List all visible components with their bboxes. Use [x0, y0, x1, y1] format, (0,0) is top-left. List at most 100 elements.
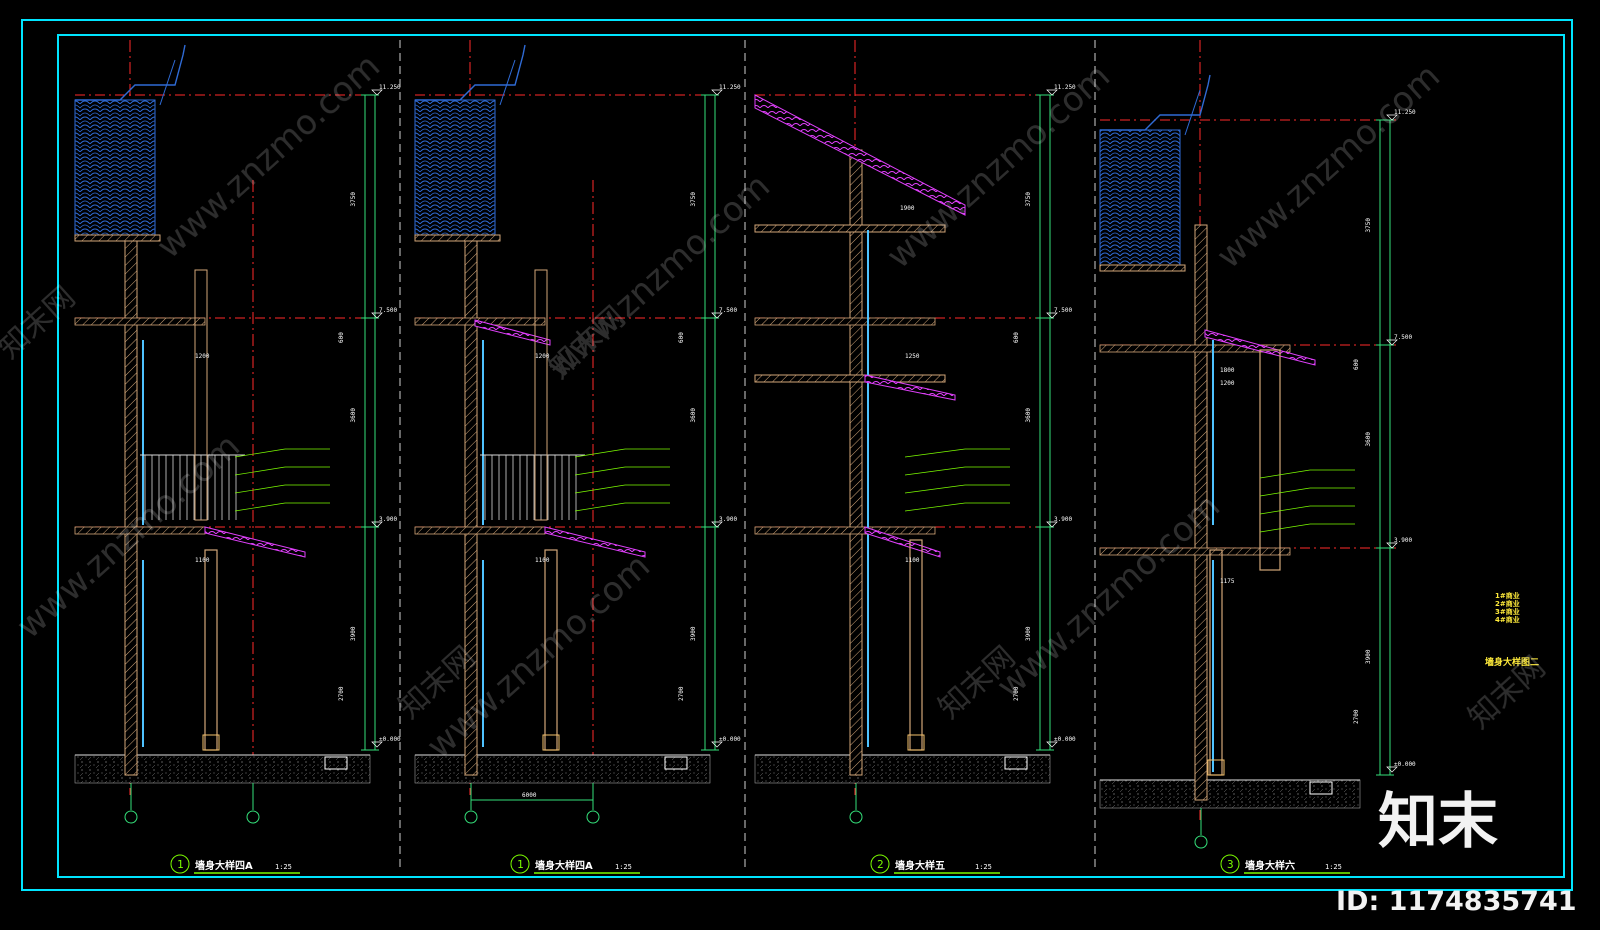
level-marker [371, 521, 383, 528]
annotation-leader [1259, 469, 1311, 479]
annotation-leader [904, 484, 966, 494]
canopy-slope [864, 526, 941, 558]
level-marker [1386, 766, 1398, 773]
drawing-scale: 1:25 [275, 863, 292, 871]
dimension-value: 6000 [522, 792, 537, 799]
watermark-text: www.znzmo.com [879, 56, 1118, 277]
floor-slab [414, 526, 546, 535]
brand-logo: 知末 [1378, 787, 1498, 857]
column-base [202, 734, 220, 751]
level-marker [371, 89, 383, 96]
inner-frame [57, 34, 1565, 878]
level-value: 7.500 [719, 307, 737, 314]
level-marker [1046, 89, 1058, 96]
level-marker [1046, 521, 1058, 528]
roof-eave-outline [1100, 74, 1211, 131]
annotation-leader [574, 466, 626, 476]
dimension-value: 3750 [350, 192, 357, 207]
roof-eave-outline [415, 44, 526, 101]
dimension-value: 3600 [690, 408, 697, 423]
level-value: 11.250 [719, 84, 741, 91]
level-value: 3.900 [719, 516, 737, 523]
annotation-leader [234, 502, 286, 512]
annotation-leader [904, 448, 966, 458]
watermark-text: www.znzmo.com [989, 486, 1228, 707]
legend-item: 2#商业 [1495, 599, 1520, 608]
level-value: ±0.000 [1054, 736, 1076, 743]
annotation-leader [574, 448, 626, 458]
level-marker [1386, 114, 1398, 121]
timber-column [194, 269, 208, 521]
exterior-wall [1194, 224, 1208, 801]
floor-slab [74, 317, 206, 326]
dimension-value: 1100 [195, 557, 210, 564]
dimension-value: 3600 [350, 408, 357, 423]
level-value: 11.250 [1054, 84, 1076, 91]
level-value: 7.500 [1394, 334, 1412, 341]
dimension-value: 2700 [338, 686, 345, 701]
level-marker [371, 312, 383, 319]
annotation-leader [574, 484, 626, 494]
grid-bubble [849, 810, 863, 824]
floor-slab [754, 224, 946, 233]
drawing-number-circle [870, 854, 890, 874]
dimension-value: 600 [678, 332, 685, 343]
brand-id: ID: 1174835741 [1336, 886, 1577, 917]
grid-bubble [464, 810, 478, 824]
dimension-value: 1200 [195, 353, 210, 360]
level-marker [1046, 312, 1058, 319]
tile-roof [414, 99, 496, 236]
annotation-leader [1259, 523, 1311, 533]
floor-slab [1099, 547, 1291, 556]
grid-bubble [1194, 835, 1208, 849]
timber-post [1259, 349, 1281, 571]
floor-slab [754, 526, 936, 535]
dimension-value: 2700 [1013, 686, 1020, 701]
canopy-slope [544, 526, 646, 558]
roof-slab [74, 234, 161, 242]
dimension-value: 3750 [690, 192, 697, 207]
drawing-number-circle [170, 854, 190, 874]
dimension-value: 3750 [1025, 192, 1032, 207]
dimension-value: 3600 [1025, 408, 1032, 423]
drain-channel [1309, 781, 1333, 795]
roof-eave-outline [159, 59, 176, 106]
drawing-title: 墙身大样四A [535, 859, 593, 872]
level-value: 11.250 [1394, 109, 1416, 116]
roof-eave-outline [1184, 89, 1201, 136]
dimension-value: 3750 [1365, 218, 1372, 233]
level-value: ±0.000 [1394, 761, 1416, 768]
column-base [542, 734, 560, 751]
dimension-value: 1175 [1220, 578, 1235, 585]
drawing-number: 1 [177, 858, 184, 871]
side-legend: 1#商业 2#商业 3#商业 4#商业 墙身大样图二 [1485, 591, 1539, 668]
annotation-leader [234, 448, 286, 458]
drain-channel [664, 756, 688, 770]
floor-slab [754, 317, 936, 326]
drawing-number: 3 [1227, 858, 1234, 871]
grid-bubble [246, 810, 260, 824]
drain-channel [1004, 756, 1028, 770]
watermark-text: www.znzmo.com [1209, 56, 1448, 277]
drawing-scale: 1:25 [1325, 863, 1342, 871]
level-marker [711, 741, 723, 748]
timber-column [534, 269, 548, 521]
level-marker [1046, 741, 1058, 748]
grid-bubble [124, 810, 138, 824]
level-value: 7.500 [379, 307, 397, 314]
annotation-leader [904, 502, 966, 512]
annotation-leader [234, 484, 286, 494]
dimension-value: 3900 [1025, 626, 1032, 641]
watermark-cn: 知末网 [0, 280, 82, 366]
dimension-value: 1100 [905, 557, 920, 564]
roof-slab [414, 234, 501, 242]
exterior-wall [124, 224, 138, 776]
level-value: 3.900 [1394, 537, 1412, 544]
timber-column [909, 539, 923, 751]
grid-bubble [586, 810, 600, 824]
roof-eave-outline [499, 59, 516, 106]
roof-slab [1099, 264, 1186, 272]
level-marker [371, 741, 383, 748]
level-marker [711, 89, 723, 96]
